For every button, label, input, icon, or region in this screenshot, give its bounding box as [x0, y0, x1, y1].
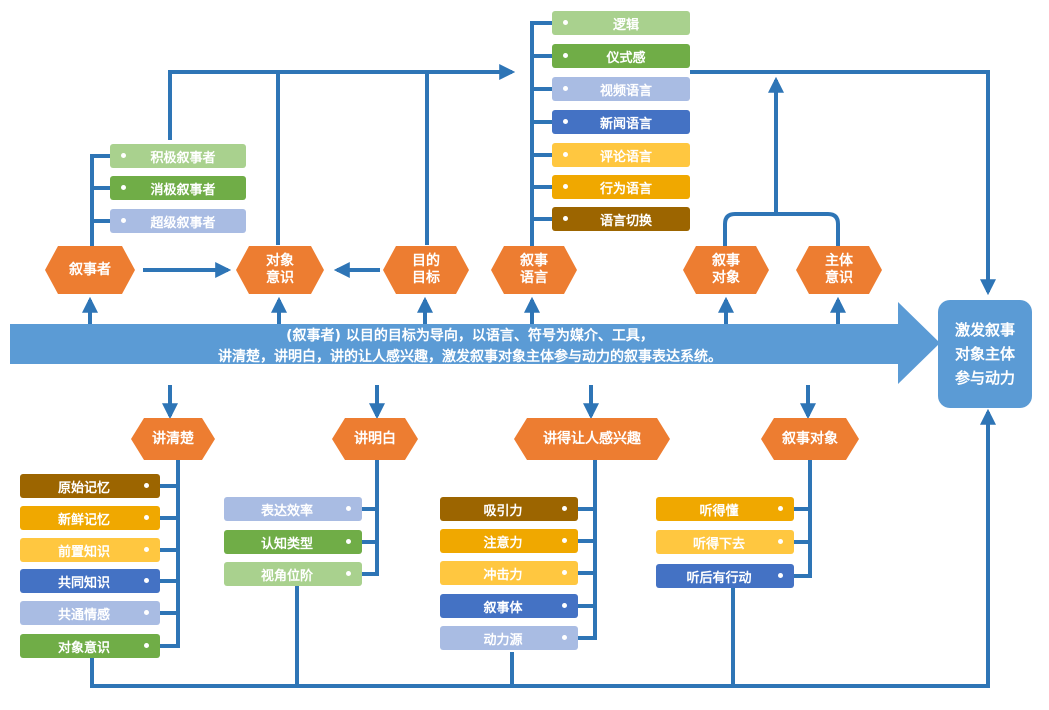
- understanding-item: 认知类型: [224, 530, 362, 554]
- bullet-icon: [144, 547, 149, 552]
- bullet-icon: [562, 506, 567, 511]
- node-narrative-object: 叙事 对象: [683, 246, 769, 294]
- system-banner: (叙事者) 以目的目标为导向，以语言、符号为媒介、工具， 讲清楚，讲明白，讲的让…: [10, 302, 940, 384]
- audience-item: 听得懂: [656, 497, 794, 521]
- node-purpose-goal: 目的 目标: [383, 246, 469, 294]
- language-type-item: 仪式感: [552, 44, 690, 68]
- node-speak-understandably: 讲明白: [332, 418, 418, 460]
- interest-item: 冲击力: [440, 561, 578, 585]
- node-speak-interestingly: 讲得让人感兴趣: [514, 418, 670, 460]
- bullet-icon: [562, 635, 567, 640]
- bullet-icon: [563, 184, 568, 189]
- language-type-item: 视频语言: [552, 77, 690, 101]
- node-narrative-audience: 叙事对象: [761, 418, 859, 460]
- bullet-icon: [144, 643, 149, 648]
- node-speak-clearly: 讲清楚: [131, 418, 215, 460]
- bullet-icon: [563, 20, 568, 25]
- language-type-item: 评论语言: [552, 143, 690, 167]
- language-type-item: 语言切换: [552, 207, 690, 231]
- bullet-icon: [562, 603, 567, 608]
- clarity-item: 原始记忆: [20, 474, 160, 498]
- understanding-item: 视角位阶: [224, 562, 362, 586]
- language-type-item: 行为语言: [552, 175, 690, 199]
- goal-box: 激发叙事 对象主体 参与动力: [938, 300, 1032, 408]
- language-type-item: 逻辑: [552, 11, 690, 35]
- clarity-item: 对象意识: [20, 634, 160, 658]
- bullet-icon: [346, 506, 351, 511]
- bullet-icon: [144, 515, 149, 520]
- audience-item: 听得下去: [656, 530, 794, 554]
- interest-item: 叙事体: [440, 594, 578, 618]
- bullet-icon: [563, 86, 568, 91]
- clarity-item: 新鲜记忆: [20, 506, 160, 530]
- bullet-icon: [563, 152, 568, 157]
- bullet-icon: [778, 539, 783, 544]
- bullet-icon: [121, 218, 126, 223]
- interest-item: 注意力: [440, 529, 578, 553]
- node-narrative-language: 叙事 语言: [491, 246, 577, 294]
- narrator-type-item: 超级叙事者: [110, 209, 246, 233]
- clarity-item: 共通情感: [20, 601, 160, 625]
- clarity-item: 共同知识: [20, 569, 160, 593]
- understanding-item: 表达效率: [224, 497, 362, 521]
- bullet-icon: [563, 216, 568, 221]
- bullet-icon: [778, 573, 783, 578]
- narrator-type-item: 消极叙事者: [110, 176, 246, 200]
- audience-item: 听后有行动: [656, 564, 794, 588]
- banner-arrow-shape: [10, 302, 940, 384]
- bullet-icon: [346, 539, 351, 544]
- banner-line-2: 讲清楚，讲明白，讲的让人感兴趣，激发叙事对象主体参与动力的叙事表达系统。: [218, 349, 722, 365]
- bullet-icon: [121, 153, 126, 158]
- narrator-type-item: 积极叙事者: [110, 144, 246, 168]
- bullet-icon: [563, 119, 568, 124]
- node-narrator: 叙事者: [45, 246, 135, 294]
- interest-item: 吸引力: [440, 497, 578, 521]
- bullet-icon: [144, 610, 149, 615]
- node-object-awareness: 对象 意识: [236, 246, 324, 294]
- bullet-icon: [144, 483, 149, 488]
- bullet-icon: [346, 571, 351, 576]
- node-subject-awareness: 主体 意识: [796, 246, 882, 294]
- bullet-icon: [144, 578, 149, 583]
- bullet-icon: [121, 185, 126, 190]
- clarity-item: 前置知识: [20, 538, 160, 562]
- interest-item: 动力源: [440, 626, 578, 650]
- language-type-item: 新闻语言: [552, 110, 690, 134]
- bullet-icon: [562, 538, 567, 543]
- banner-line-1: (叙事者) 以目的目标为导向，以语言、符号为媒介、工具，: [286, 328, 654, 344]
- bullet-icon: [778, 506, 783, 511]
- bullet-icon: [562, 570, 567, 575]
- bullet-icon: [563, 53, 568, 58]
